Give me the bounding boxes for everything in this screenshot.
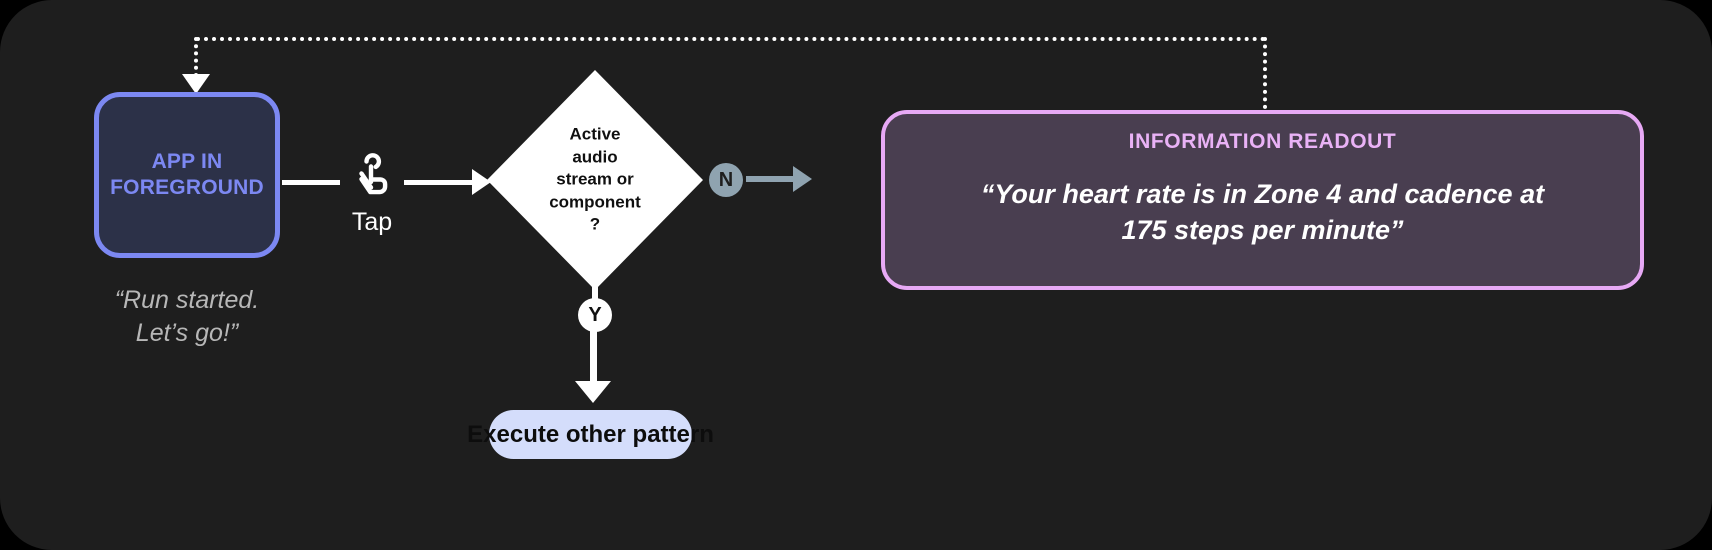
execute-other-pattern-pill[interactable]: Execute other pattern <box>467 410 714 459</box>
arrowhead-to-readout-icon <box>793 166 812 192</box>
connector-line-decision-to-yes-badge <box>592 286 598 300</box>
arrowhead-to-execute-pill-icon <box>575 381 611 403</box>
connector-line-yes-branch <box>590 330 597 386</box>
app-in-foreground-caption: “Run started.Let’s go!” <box>114 286 260 347</box>
connector-line-app-to-tap <box>282 180 340 185</box>
information-readout-panel[interactable]: INFORMATION READOUT “Your heart rate is … <box>881 110 1644 290</box>
feedback-loop-arrowhead-icon <box>182 74 210 94</box>
tap-label: Tap <box>351 208 393 236</box>
feedback-loop-left-dotted-line <box>194 37 198 77</box>
tap-gesture-icon <box>344 147 400 203</box>
branch-badge-no: N <box>709 163 743 197</box>
information-readout-title: INFORMATION READOUT <box>1128 130 1397 153</box>
connector-line-no-branch <box>746 176 798 182</box>
execute-other-pattern-label: Execute other pattern <box>467 420 714 448</box>
arrowhead-to-decision-icon <box>472 169 491 195</box>
connector-line-tap-to-decision <box>404 180 474 185</box>
information-readout-body: “Your heart rate is in Zone 4 and cadenc… <box>980 179 1545 246</box>
feedback-loop-right-dotted-line <box>1263 37 1267 109</box>
feedback-loop-horizontal-dotted-line <box>196 37 1266 41</box>
branch-badge-yes: Y <box>578 298 612 332</box>
